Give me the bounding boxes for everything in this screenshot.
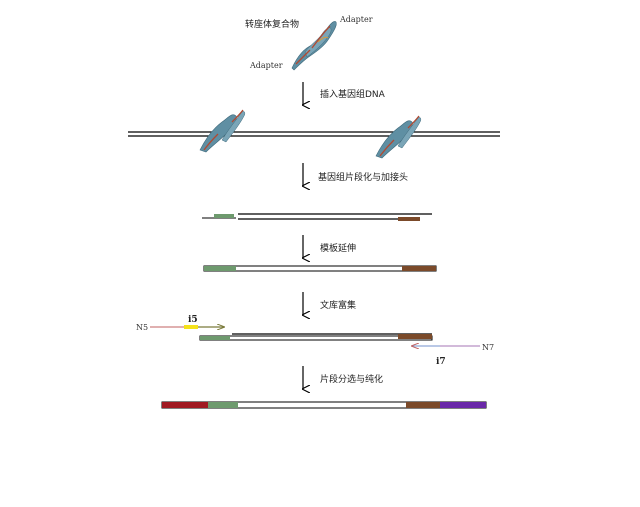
transposome-label: 转座体复合物 — [245, 18, 299, 30]
adapter-brown — [402, 266, 436, 271]
tagmented-fragment — [202, 213, 432, 221]
step5-label: 片段分选与纯化 — [320, 373, 383, 385]
extended-template — [203, 265, 437, 272]
adapter-brown — [398, 334, 432, 339]
final-library-fragment — [161, 401, 487, 409]
adapter-green — [200, 336, 230, 340]
adapter-green — [204, 266, 236, 271]
library-enrichment: N5 i5 N7 i7 — [136, 315, 494, 367]
transposome-complex: 转座体复合物 Adapter Adapter — [245, 15, 373, 71]
step3-label: 模板延伸 — [320, 242, 356, 254]
transposase-icon — [375, 115, 422, 159]
adapter-green — [208, 402, 238, 408]
n7-label: N7 — [482, 343, 494, 352]
adapter-label-bottom: Adapter — [249, 61, 283, 70]
segment-red — [162, 402, 208, 408]
transposase-icon — [291, 21, 337, 71]
i7-label: i7 — [436, 357, 446, 367]
i5-label: i5 — [188, 315, 198, 325]
segment-purple — [440, 402, 486, 408]
transposase-icon — [199, 109, 246, 153]
n5-label: N5 — [136, 323, 148, 332]
step2-label: 基因组片段化与加接头 — [318, 171, 408, 183]
step1-label: 插入基因组DNA — [320, 88, 386, 100]
step4-label: 文库富集 — [320, 299, 356, 311]
genomic-dna — [128, 109, 500, 159]
adapter-brown — [406, 402, 440, 408]
adapter-green — [214, 214, 234, 218]
i5-index — [184, 325, 198, 329]
adapter-label-top: Adapter — [339, 15, 373, 24]
adapter-brown — [398, 217, 420, 221]
